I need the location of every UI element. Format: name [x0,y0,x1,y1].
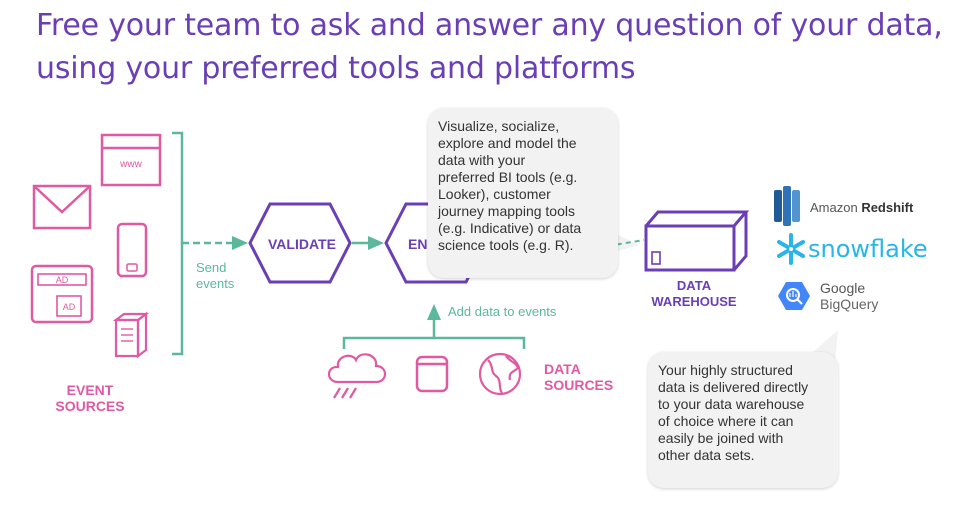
data-sources-label: DATA SOURCES [544,361,613,393]
data-warehouse-line-2: WAREHOUSE [651,294,737,309]
redshift-icon [774,186,800,226]
bubble-bottom-line: easily be joined with [658,430,784,446]
data-warehouse-label: DATA WAREHOUSE [644,278,744,310]
browser-icon [100,133,162,187]
snowflake-label: snowflake [808,235,928,263]
send-events-label: Send events [196,260,234,292]
redshift-label: Amazon Redshift [810,200,913,215]
page-title: Free your team to ask and answer any que… [36,4,956,90]
title-line-1: Free your team to ask and answer any que… [36,8,943,43]
bubble-bottom-line: data is delivered directly [658,379,809,395]
bigquery-label: Google BigQuery [820,280,878,312]
warehouse-box-icon [644,210,750,272]
bubble-top-line: data with your [438,152,526,168]
send-events-line-1: Send [196,260,227,275]
to-warehouse-arrow [607,239,645,247]
ad-bottom-text: AD [63,302,76,312]
bubble-bottom-line: of choice where it can [658,413,794,429]
data-warehouse-line-1: DATA [676,278,712,293]
browser-www-text: www [119,159,142,170]
event-sources-line-2: SOURCES [55,398,125,414]
sources-bracket [172,131,184,356]
enrich-label: EN [408,236,428,252]
redshift-prefix: Amazon [810,200,862,215]
envelope-icon [32,184,92,230]
bubble-top-line: science tools (e.g. R). [438,237,574,253]
validate-label: VALIDATE [268,236,336,252]
redshift-name: Redshift [861,200,914,215]
bubble-top-line: Looker), customer [438,186,551,202]
bubble-bottom: Your highly structured data is delivered… [648,352,838,488]
send-events-arrow [182,236,248,250]
ad-icon [30,264,94,324]
validate-to-enrich-arrow [352,236,384,250]
data-sources-line-2: SOURCES [544,377,614,393]
snowflake-icon [777,233,805,265]
bigquery-icon [778,282,810,310]
database-icon [415,355,449,393]
validate-hexagon [248,202,352,284]
globe-icon [478,352,522,396]
mobile-icon [116,222,148,278]
bubble-bottom-line: to your data warehouse [658,396,805,412]
add-data-label: Add data to events [448,304,557,319]
title-line-2: using your preferred tools and platforms [36,51,636,86]
bubble-bottom-line: Your highly structured [658,362,793,378]
data-sources-line-1: DATA [544,361,581,377]
bubble-top: Visualize, socialize, explore and model … [428,108,618,278]
data-sources-bracket [342,336,526,349]
bubble-top-line: journey mapping tools [438,203,575,219]
bubble-top-line: (e.g. Indicative) or data [438,220,582,236]
event-sources-label: EVENT SOURCES [50,382,130,414]
bubble-bottom-line: other data sets. [658,447,755,463]
bubble-top-line: preferred BI tools (e.g. [438,169,578,185]
ad-top-text: AD [56,275,69,285]
weather-icon [327,353,387,399]
send-events-line-2: events [196,276,235,291]
add-data-arrow [427,304,441,338]
bubble-top-line: explore and model the [438,135,577,151]
bigquery-line-1: Google [820,280,866,296]
event-sources-line-1: EVENT [66,382,114,398]
bubble-top-line: Visualize, socialize, [438,118,560,134]
bigquery-line-2: BigQuery [820,296,879,312]
server-icon [112,311,150,359]
